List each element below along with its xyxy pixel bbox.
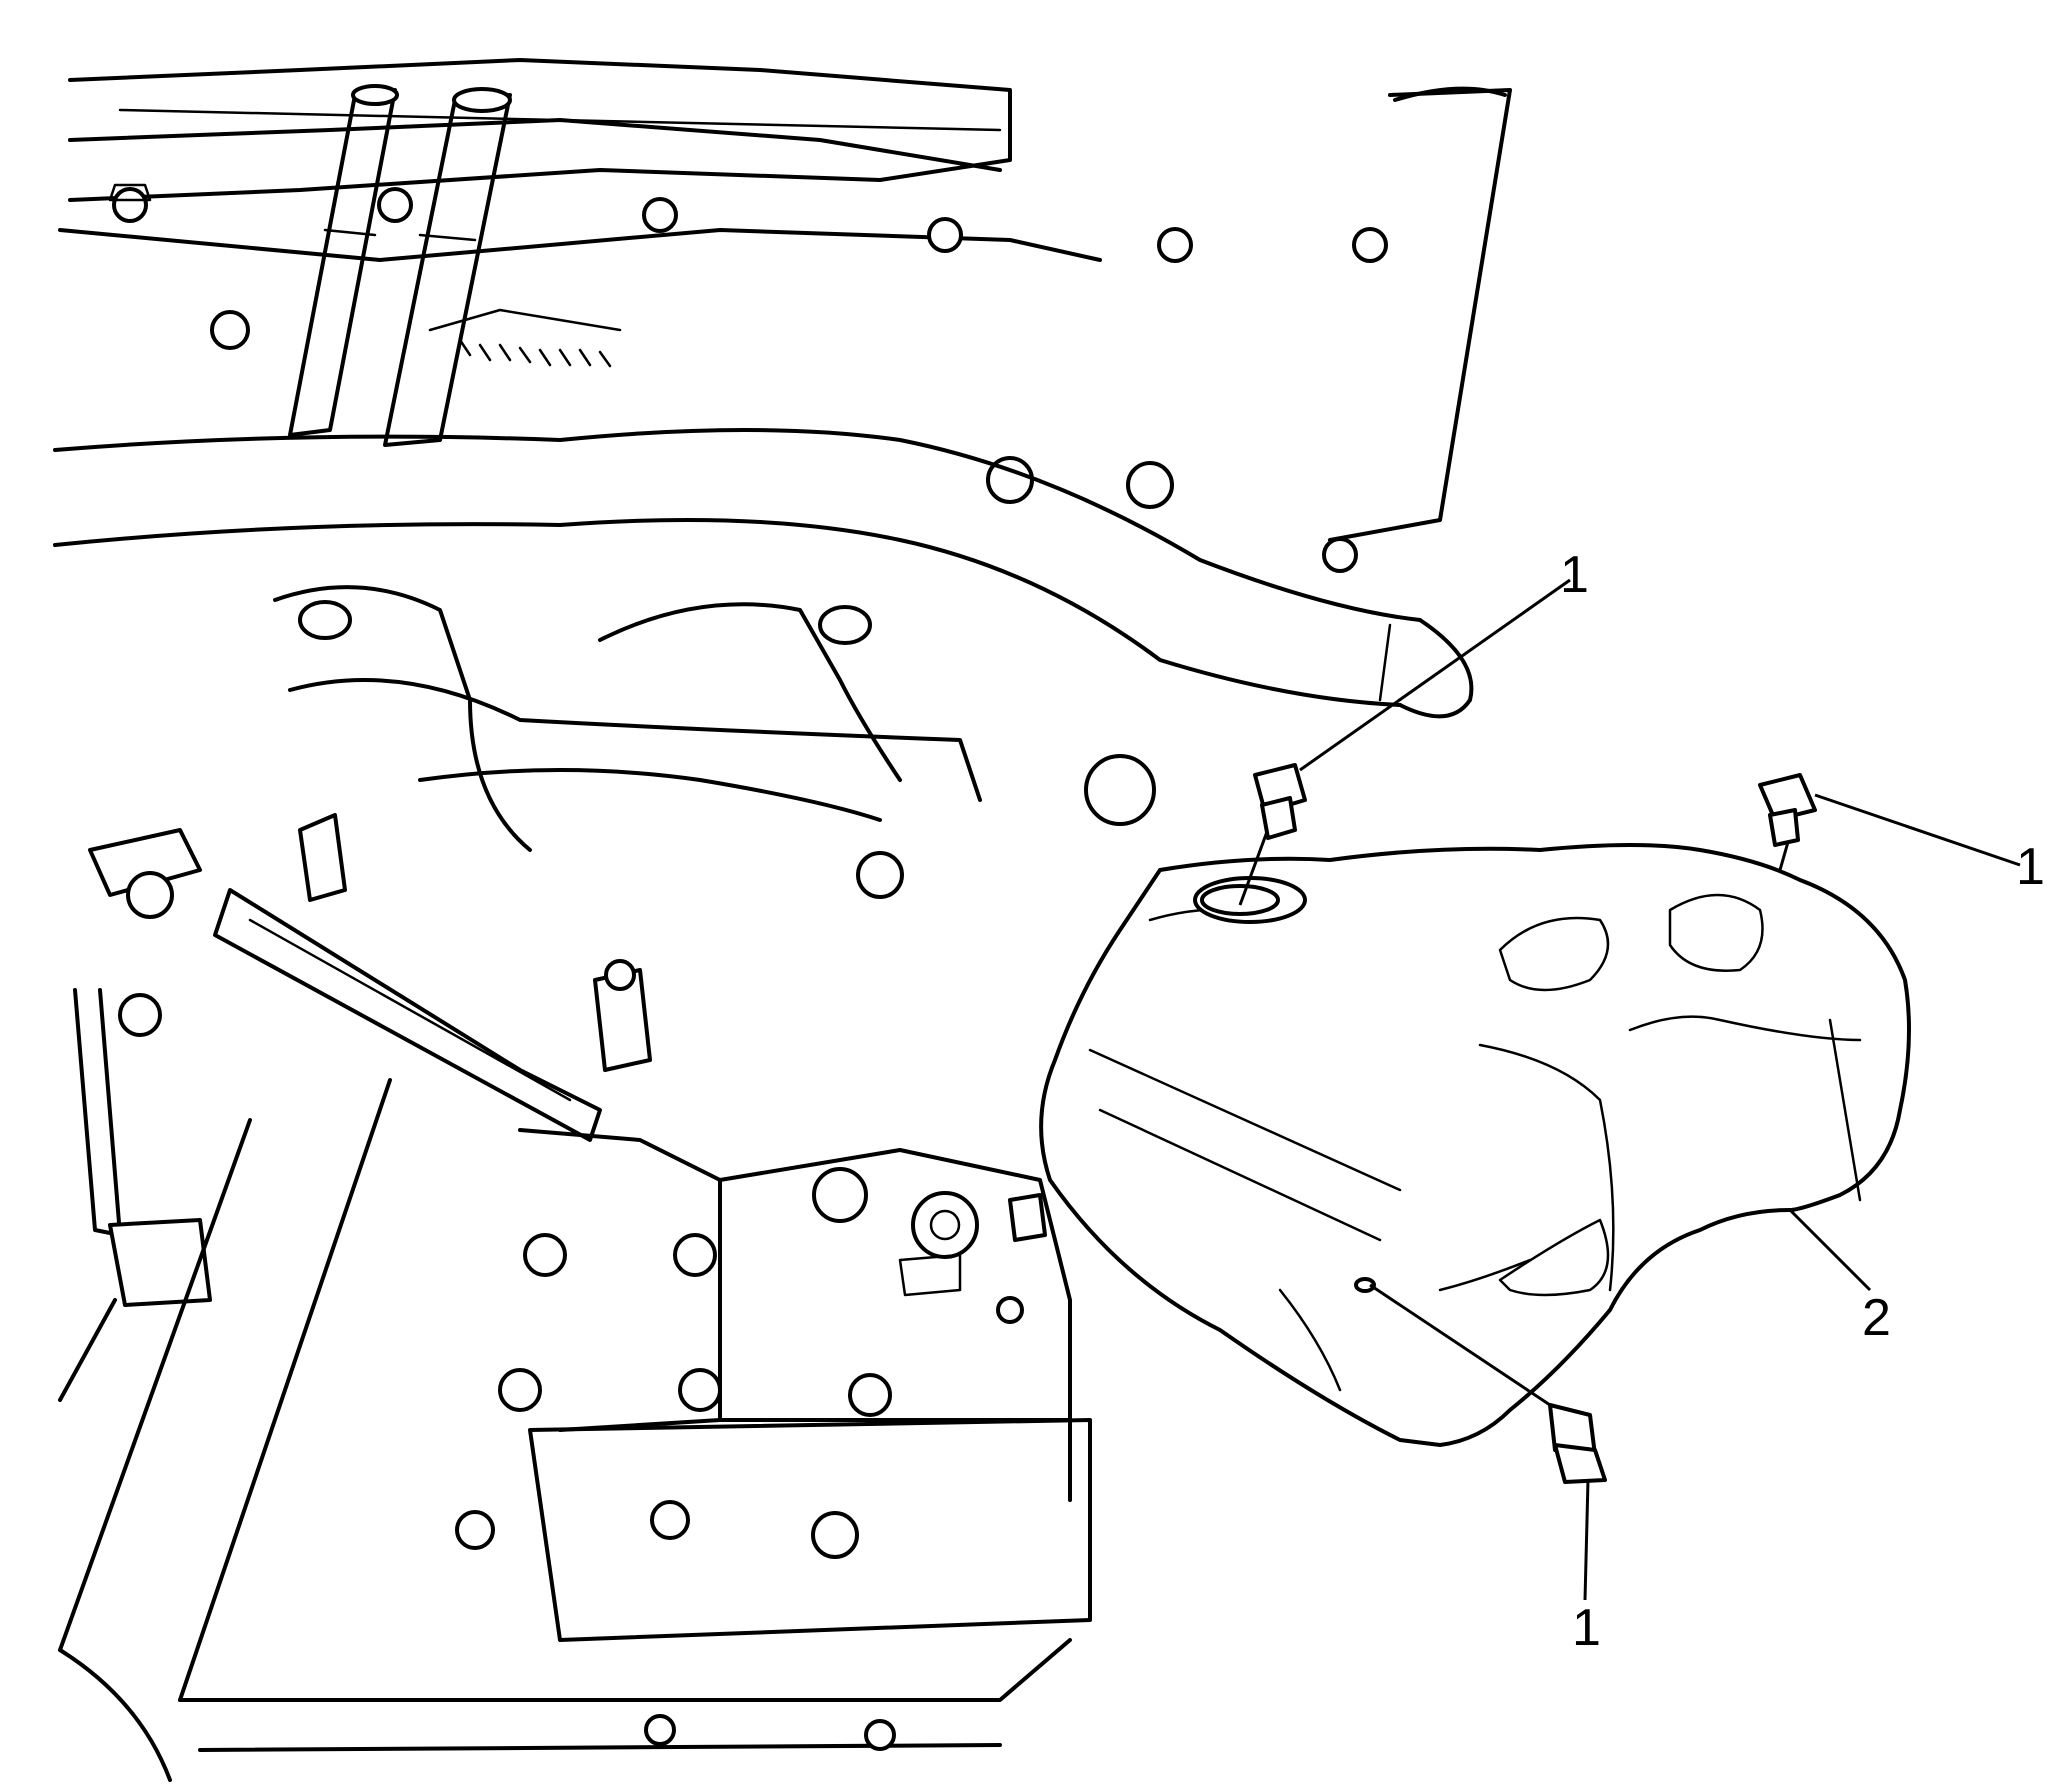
engine-assembly	[53, 58, 1512, 1782]
top-bolts	[108, 183, 1388, 573]
coolant-pipe	[53, 428, 1474, 719]
heat-shield-leader	[1788, 1208, 1872, 1292]
oxygen-sensor-left	[58, 828, 212, 1402]
callout-bolt-top: 1	[1560, 546, 1589, 604]
exhaust-manifold-heat-shield	[1039, 843, 1911, 1447]
heat-shield-bolt-bottom	[1369, 1283, 1607, 1601]
callout-heat-shield: 2	[1862, 1289, 1891, 1347]
coolant-hoses	[288, 84, 1512, 542]
callout-bolt-right: 1	[2016, 838, 2045, 896]
lower-engine-block	[58, 1078, 1092, 1782]
heat-shield-bolt-right	[1758, 773, 2021, 871]
exhaust-manifold	[273, 585, 1156, 899]
callout-bolt-bottom: 1	[1572, 1599, 1601, 1657]
upper-engine-block	[58, 58, 1102, 368]
heat-shield-bolt-top	[1238, 578, 1571, 906]
oxygen-sensor-center	[213, 813, 652, 1142]
